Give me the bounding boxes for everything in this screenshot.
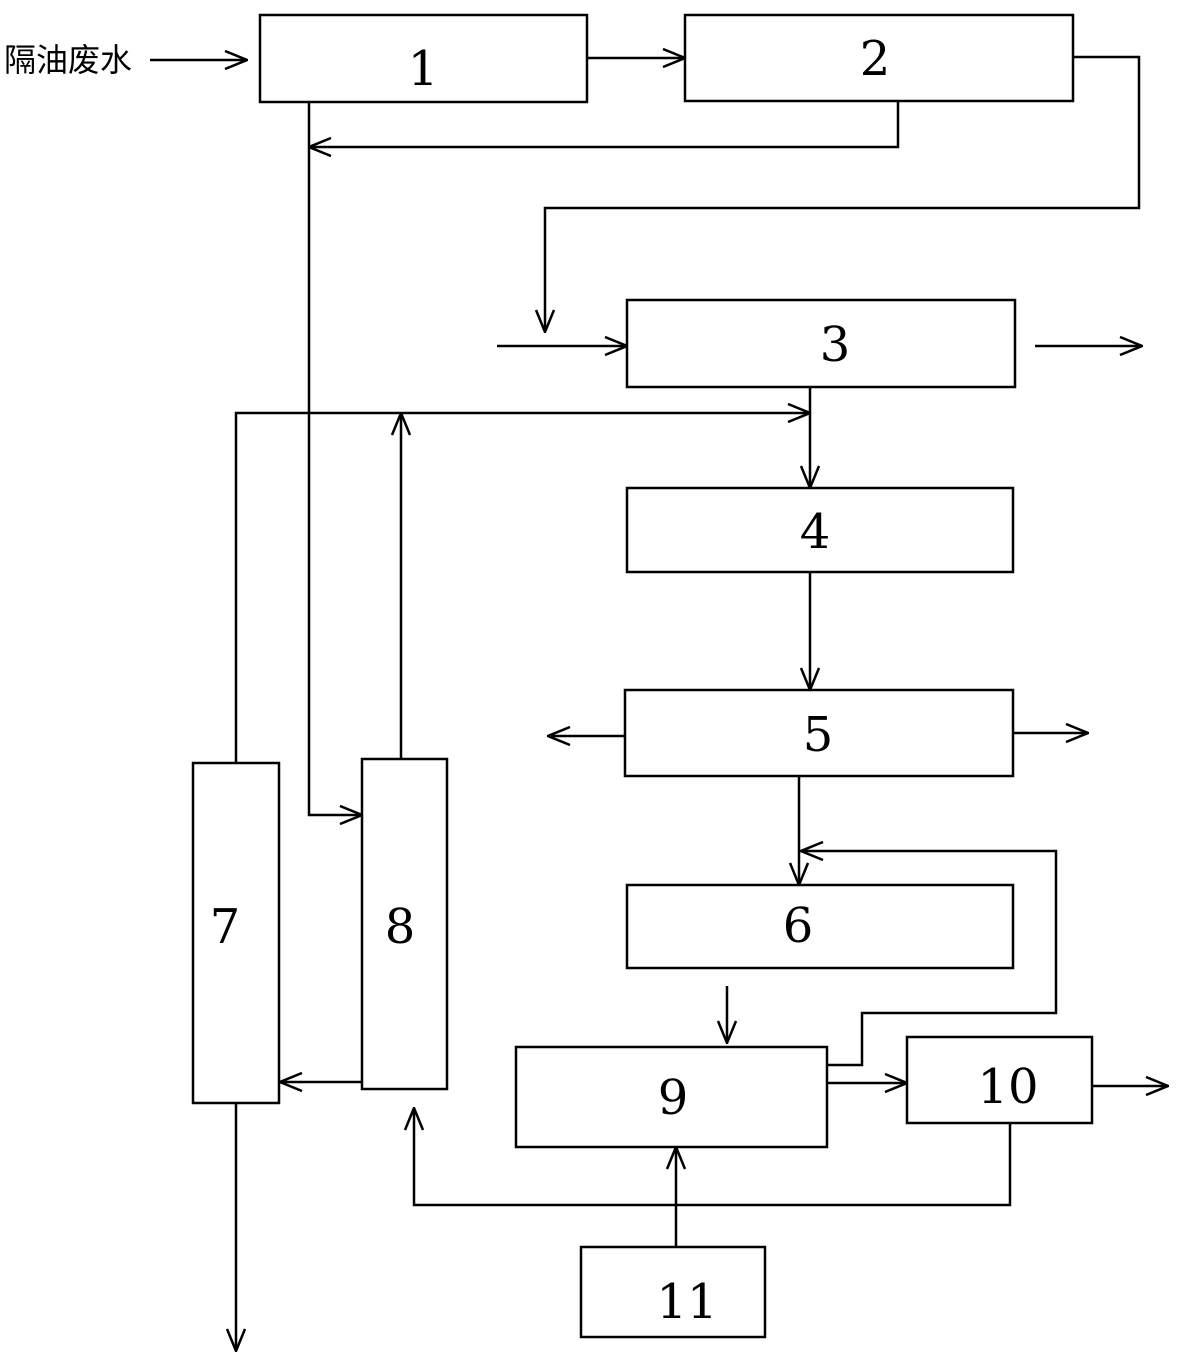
arrow-7-top-to-3-4-line [234, 413, 810, 763]
unit-8-label: 8 [385, 899, 416, 955]
unit-2-box [683, 13, 1075, 103]
arrow-2-return-to-1-line [309, 101, 900, 147]
arrow-1-down-to-8 [307, 102, 362, 815]
unit-4-label: 4 [800, 504, 831, 560]
unit-4-box [625, 486, 1015, 574]
unit-5-label: 5 [803, 707, 834, 763]
unit-9-label: 9 [658, 1070, 689, 1126]
arrow-2-to-3-inlet [545, 55, 1141, 332]
unit-3-box [625, 298, 1017, 389]
unit-8-box [360, 757, 449, 1091]
unit-6-box [625, 883, 1015, 970]
unit-7-label: 7 [210, 899, 241, 955]
arrow-9-recycle-to-6 [801, 851, 1058, 1067]
unit-11-label: 11 [656, 1274, 717, 1330]
input-label: 隔油废水 [4, 41, 132, 79]
unit-7-box [191, 761, 281, 1105]
arrow-10-to-8-bottom [414, 1108, 1012, 1207]
unit-3-label: 3 [820, 317, 851, 373]
unit-6-label: 6 [783, 898, 814, 954]
unit-9-box [514, 1045, 829, 1149]
unit-2-label: 2 [860, 31, 891, 87]
unit-10-label: 10 [977, 1059, 1038, 1115]
unit-1-label: 1 [408, 41, 439, 97]
unit-11-box [579, 1245, 767, 1339]
